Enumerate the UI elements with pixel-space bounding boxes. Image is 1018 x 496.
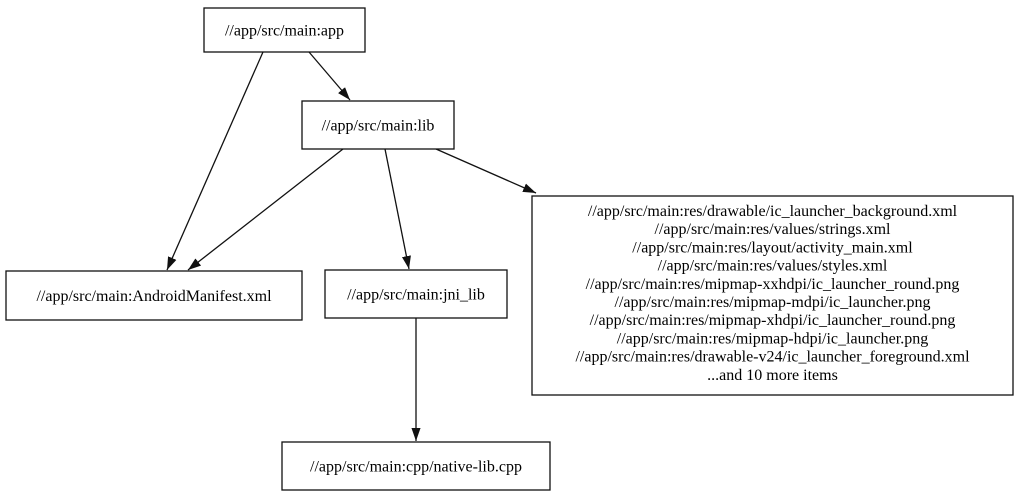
- node-resources-line: //app/src/main:res/mipmap-mdpi/ic_launch…: [615, 294, 931, 311]
- node-resources-line: //app/src/main:res/values/styles.xml: [658, 258, 888, 275]
- node-app-label: //app/src/main:app: [225, 23, 344, 40]
- edge-lib-to-androidmanifest: [187, 148, 344, 271]
- node-androidmanifest-label: //app/src/main:AndroidManifest.xml: [36, 288, 272, 305]
- node-resources-line: //app/src/main:res/values/strings.xml: [655, 221, 892, 238]
- node-resources-line: ...and 10 more items: [707, 367, 838, 384]
- node-nativelib-box: [281, 441, 551, 491]
- node-jnilib-box: [324, 269, 508, 319]
- graph-edges: [166, 51, 537, 441]
- node-jnilib: //app/src/main:jni_lib: [324, 269, 508, 319]
- node-app-box: [203, 7, 366, 53]
- node-app: //app/src/main:app: [203, 7, 366, 53]
- edge-app-to-lib: [308, 51, 351, 101]
- node-resources-line: //app/src/main:res/mipmap-xxhdpi/ic_laun…: [586, 276, 960, 293]
- node-lib-label: //app/src/main:lib: [322, 118, 435, 135]
- node-androidmanifest: //app/src/main:AndroidManifest.xml: [5, 270, 303, 321]
- node-resources-line: //app/src/main:res/mipmap-xhdpi/ic_launc…: [590, 312, 956, 329]
- node-lib-box: [301, 100, 455, 150]
- node-jnilib-label: //app/src/main:jni_lib: [347, 287, 485, 304]
- edge-app-to-androidmanifest: [166, 51, 264, 271]
- node-androidmanifest-box: [5, 270, 303, 321]
- node-nativelib: //app/src/main:cpp/native-lib.cpp: [281, 441, 551, 491]
- node-lib: //app/src/main:lib: [301, 100, 455, 150]
- node-resources-line: //app/src/main:res/mipmap-hdpi/ic_launch…: [617, 330, 928, 347]
- node-nativelib-label: //app/src/main:cpp/native-lib.cpp: [310, 459, 522, 476]
- node-resources-box: [531, 195, 1014, 396]
- node-resources: //app/src/main:res/drawable/ic_launcher_…: [531, 195, 1014, 396]
- edge-lib-to-jnilib: [384, 148, 411, 270]
- edge-lib-to-resources: [435, 148, 537, 194]
- node-resources-line: //app/src/main:res/drawable/ic_launcher_…: [588, 203, 958, 220]
- node-resources-line: //app/src/main:res/layout/activity_main.…: [632, 239, 913, 256]
- node-resources-line: //app/src/main:res/drawable-v24/ic_launc…: [575, 349, 970, 366]
